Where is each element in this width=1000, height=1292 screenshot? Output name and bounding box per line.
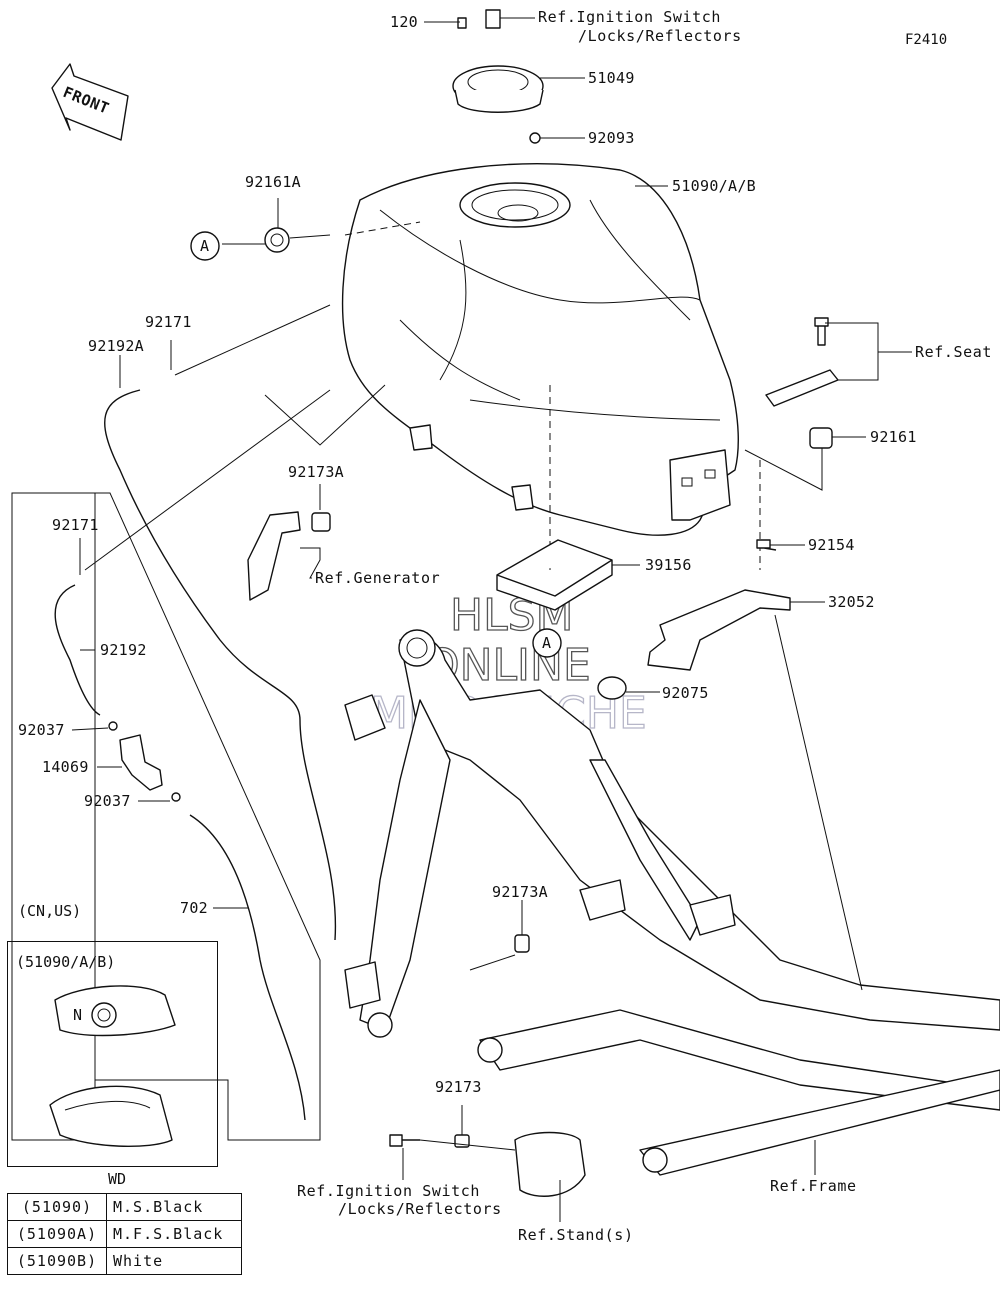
wd-variant-title: (51090/A/B)	[16, 953, 116, 971]
part-label-120: 120	[390, 13, 418, 31]
part-label-92173: 92173	[435, 1078, 482, 1096]
wd-logo-mark: N	[73, 1006, 82, 1024]
frame-drawing	[344, 629, 1000, 1197]
callout-a-frame-text: A	[542, 634, 551, 652]
part-label-92173A-mid: 92173A	[492, 883, 548, 901]
fuel-cap-drawing	[452, 9, 544, 144]
ref-ignition-bottom-line1: Ref.Ignition Switch	[297, 1182, 480, 1200]
part-label-92171-top: 92171	[145, 313, 192, 331]
callout-a-left: A	[190, 231, 220, 261]
color-row: (51090A) M.F.S.Black	[7, 1220, 242, 1248]
bolts	[389, 317, 829, 1147]
hoses	[54, 389, 337, 1121]
part-label-92173A-top: 92173A	[288, 463, 344, 481]
generator-bracket-drawing	[247, 511, 301, 601]
part-label-92161A: 92161A	[245, 173, 301, 191]
reference-labels: Ref.Ignition Switch /Locks/Reflectors Re…	[297, 8, 992, 1244]
front-arrow-icon: FRONT	[51, 63, 129, 141]
part-label-702: 702	[180, 899, 208, 917]
ref-ignition-top-line2: /Locks/Reflectors	[578, 27, 742, 45]
color-row: (51090B) White	[7, 1247, 242, 1275]
ref-frame: Ref.Frame	[770, 1177, 857, 1195]
part-label-92192A: 92192A	[88, 337, 144, 355]
color-name: M.F.S.Black	[106, 1220, 242, 1248]
part-label-92171-left: 92171	[52, 516, 99, 534]
part-label-92037-a: 92037	[18, 721, 65, 739]
wd-variant-caption: WD	[108, 1170, 127, 1188]
part-label-51049: 51049	[588, 69, 635, 87]
ref-seat: Ref.Seat	[915, 343, 992, 361]
color-name: M.S.Black	[106, 1193, 242, 1221]
color-code: (51090A)	[7, 1220, 107, 1248]
ref-stand: Ref.Stand(s)	[518, 1226, 634, 1244]
part-labels: 120 51049 92093 51090/A/B 92161A 92171 9…	[18, 13, 917, 1096]
callout-a-left-text: A	[200, 237, 209, 255]
wd-inset-drawing: N	[49, 985, 176, 1147]
ref-ignition-top-line1: Ref.Ignition Switch	[538, 8, 721, 26]
wd-variant-box	[7, 941, 218, 1167]
part-label-92161: 92161	[870, 428, 917, 446]
color-row: (51090) M.S.Black	[7, 1193, 242, 1221]
seat-bracket-drawing	[765, 369, 839, 407]
part-label-39156: 39156	[645, 556, 692, 574]
leader-lines	[11, 17, 912, 1222]
fuel-tank-drawing	[341, 163, 761, 570]
callout-a-frame: A	[532, 628, 562, 658]
color-code: (51090B)	[7, 1247, 107, 1275]
foam-pad-drawing	[496, 539, 613, 611]
color-table: (51090) M.S.Black (51090A) M.F.S.Black (…	[7, 1193, 242, 1275]
part-label-92093: 92093	[588, 129, 635, 147]
part-label-14069: 14069	[42, 758, 89, 776]
part-label-92192: 92192	[100, 641, 147, 659]
region-note: (CN,US)	[18, 902, 82, 920]
part-label-92037-b: 92037	[84, 792, 131, 810]
color-name: White	[106, 1247, 242, 1275]
part-label-51090: 51090/A/B	[672, 177, 756, 195]
figure-code: F2410	[905, 32, 948, 48]
part-label-32052: 32052	[828, 593, 875, 611]
part-label-92154: 92154	[808, 536, 855, 554]
grommets	[264, 227, 833, 1148]
tank-bracket-drawing	[647, 589, 791, 671]
ref-ignition-bottom-line2: /Locks/Reflectors	[338, 1200, 502, 1218]
ref-generator: Ref.Generator	[315, 569, 440, 587]
color-code: (51090)	[7, 1193, 107, 1221]
fuel-filter-drawing	[108, 721, 181, 802]
part-label-92075: 92075	[662, 684, 709, 702]
